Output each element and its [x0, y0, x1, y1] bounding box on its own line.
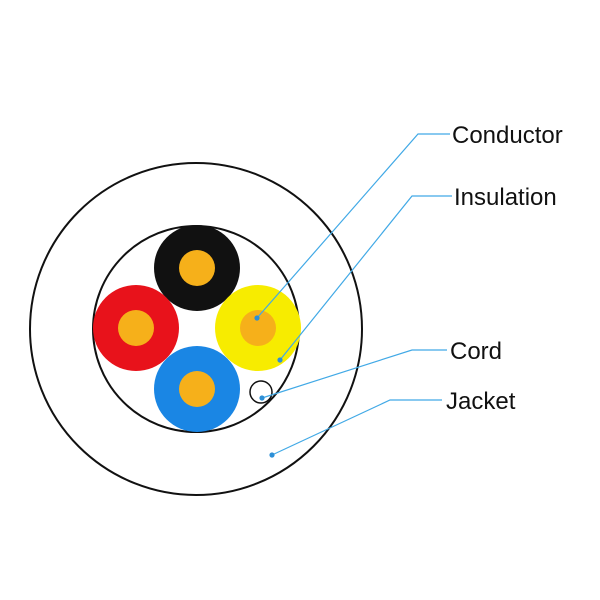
conductor-pointer-dot [254, 315, 260, 321]
jacket-label: Jacket [446, 388, 516, 415]
cord-label: Cord [450, 338, 502, 365]
core-black [154, 225, 240, 311]
conductor-blue-core [179, 371, 215, 407]
insulation-label: Insulation [454, 184, 557, 211]
insulation-pointer-dot [277, 357, 283, 363]
conductor-yellow-core [240, 310, 276, 346]
cord-circle [249, 380, 273, 404]
core-yellow [215, 285, 301, 371]
jacket-leader-line [271, 399, 442, 456]
conductor-leader-line [256, 133, 450, 319]
jacket-pointer-dot [269, 452, 275, 458]
conductor-label: Conductor [452, 122, 563, 149]
insulation-leader-line [279, 195, 452, 361]
core-blue [154, 346, 240, 432]
cord-leader-line [261, 349, 447, 399]
conductor-red-core [118, 310, 154, 346]
core-red [93, 285, 179, 371]
cord-pointer-dot [259, 395, 265, 401]
conductor-black-core [179, 250, 215, 286]
